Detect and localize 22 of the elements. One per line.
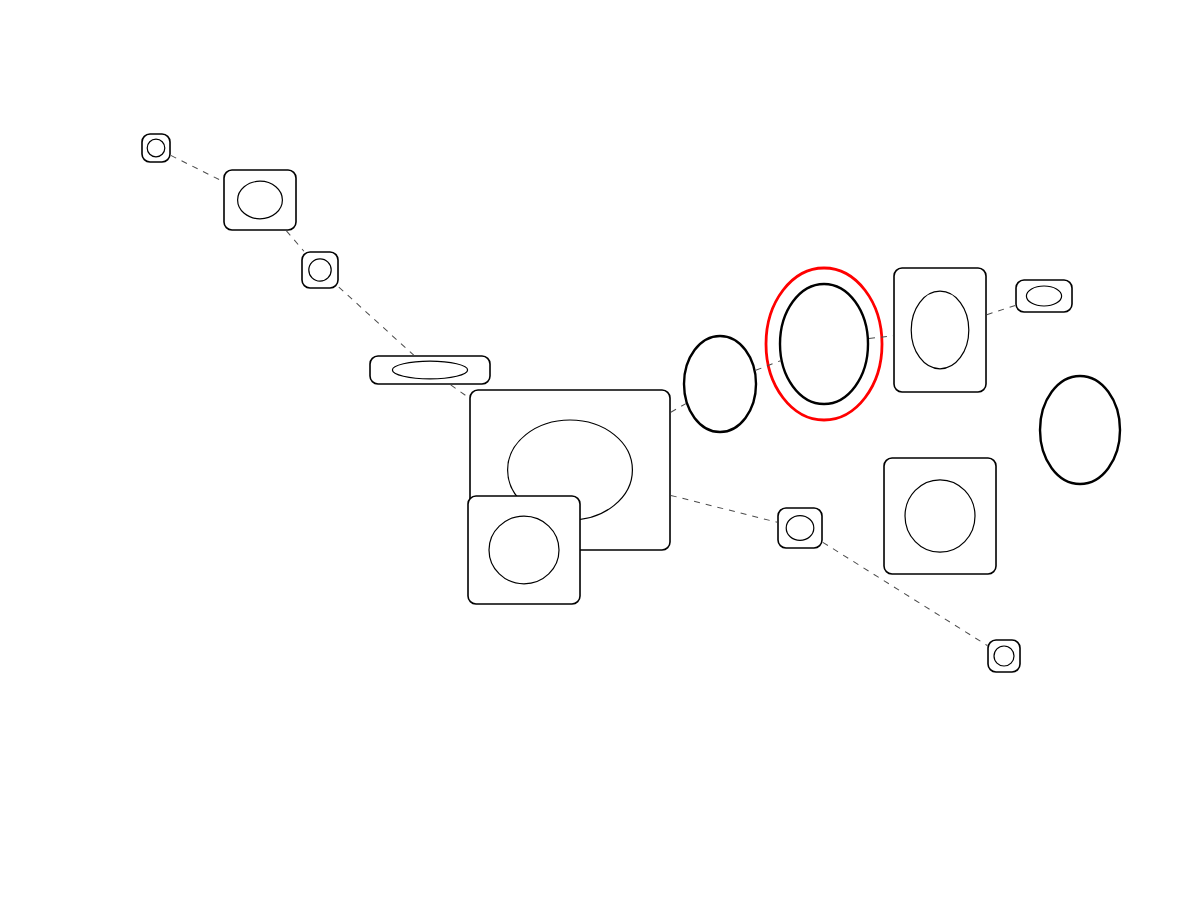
assembly-line — [670, 403, 687, 413]
assembly-line — [450, 384, 470, 399]
spring-drawing — [301, 251, 339, 289]
assembly-line — [755, 360, 782, 371]
assembly-line — [338, 286, 415, 356]
throttle-disc-drawing — [682, 334, 758, 434]
throttle-cam-drawing — [223, 169, 297, 231]
bolt-drawing — [1015, 279, 1073, 313]
nut-drawing — [987, 639, 1021, 673]
assembly-line — [285, 230, 305, 252]
gasket-plate-drawing — [467, 495, 581, 605]
nut-drawing — [141, 133, 171, 163]
lever-drawing — [777, 507, 823, 549]
assembly-line — [170, 154, 224, 183]
assembly-line — [670, 494, 778, 523]
throttle-shaft-drawing — [369, 355, 491, 385]
assembly-line — [986, 304, 1016, 316]
assembly-line — [822, 541, 988, 646]
spacer-block-drawing — [883, 457, 997, 575]
gasket-drawing — [778, 282, 870, 406]
flange-drawing — [893, 267, 987, 393]
o-ring-drawing — [1038, 374, 1122, 486]
